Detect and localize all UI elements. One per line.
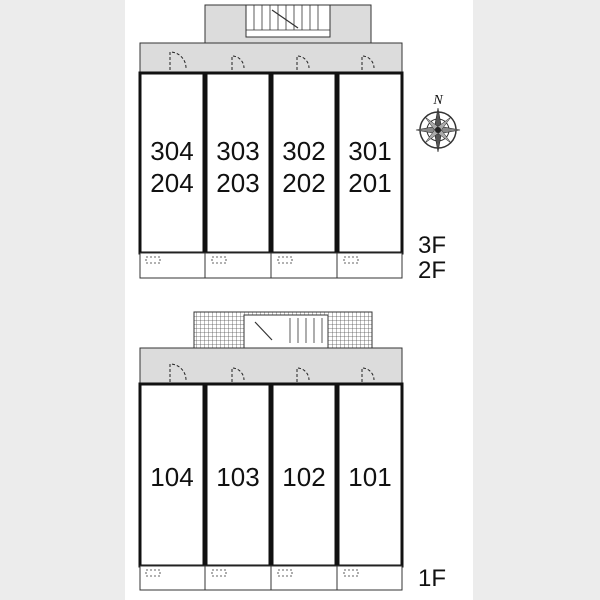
upper-corridor bbox=[139, 42, 403, 74]
unit-label-301: 301 bbox=[348, 136, 392, 166]
unit-room-103 bbox=[204, 382, 272, 568]
floor-label-2f: 2F bbox=[418, 257, 447, 284]
unit-room-104 bbox=[138, 382, 206, 568]
floor-label-1f: 1F bbox=[418, 565, 447, 592]
unit-label-101: 101 bbox=[348, 462, 392, 492]
lower-corridor bbox=[139, 347, 403, 385]
unit-label-203: 203 bbox=[216, 168, 260, 198]
unit-room-304 bbox=[138, 71, 206, 255]
unit-label-204: 204 bbox=[150, 168, 194, 198]
unit-room-101 bbox=[336, 382, 404, 568]
unit-room-302 bbox=[270, 71, 338, 255]
unit-label-304: 304 bbox=[150, 136, 194, 166]
upper-block bbox=[138, 4, 404, 279]
unit-label-303: 303 bbox=[216, 136, 260, 166]
compass-north-label: N bbox=[432, 93, 443, 108]
upper-door-swings bbox=[169, 51, 375, 70]
unit-label-102: 102 bbox=[282, 462, 326, 492]
unit-label-103: 103 bbox=[216, 462, 260, 492]
unit-label-302: 302 bbox=[282, 136, 326, 166]
compass-icon: N bbox=[415, 93, 461, 153]
unit-label-202: 202 bbox=[282, 168, 326, 198]
unit-room-303 bbox=[204, 71, 272, 255]
lower-block bbox=[138, 311, 404, 591]
unit-room-102 bbox=[270, 382, 338, 568]
floor-label-3f: 3F bbox=[418, 232, 447, 259]
lower-door-swings bbox=[169, 363, 375, 382]
lower-stairs bbox=[243, 314, 329, 349]
unit-label-104: 104 bbox=[150, 462, 194, 492]
unit-label-201: 201 bbox=[348, 168, 392, 198]
